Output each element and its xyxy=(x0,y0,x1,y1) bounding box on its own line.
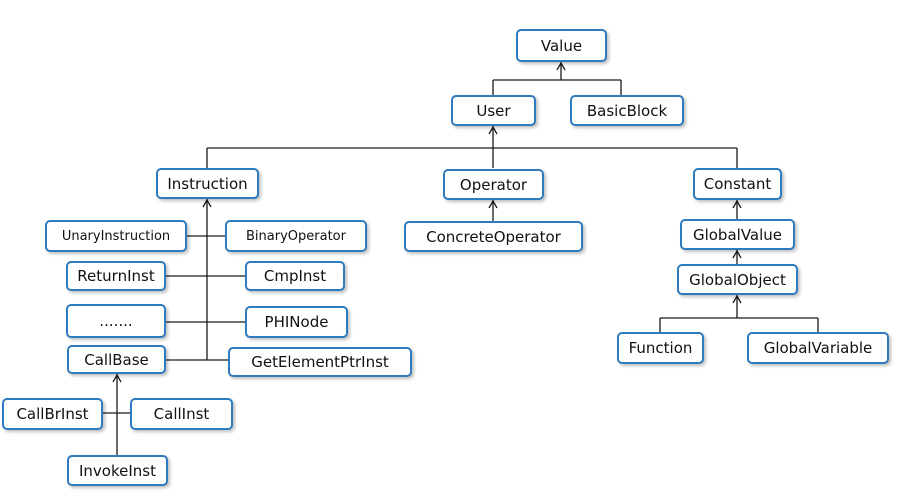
arrow-into-operator xyxy=(488,199,498,209)
node-globalvalue: GlobalValue xyxy=(680,219,795,250)
node-globalobject: GlobalObject xyxy=(677,264,798,295)
node-concreteoperator: ConcreteOperator xyxy=(404,221,583,252)
node-user: User xyxy=(451,95,536,126)
node-phinode: PHINode xyxy=(245,306,348,338)
node-binaryoperator: BinaryOperator xyxy=(225,220,367,252)
node-getelementptrinst: GetElementPtrInst xyxy=(228,347,412,377)
node-returninst: ReturnInst xyxy=(66,261,166,291)
node-callbrinst: CallBrInst xyxy=(2,398,103,430)
arrow-into-value xyxy=(556,61,566,71)
arrow-into-instruction xyxy=(202,198,212,208)
node-value: Value xyxy=(516,29,607,62)
node-unaryinstruction: UnaryInstruction xyxy=(45,220,187,252)
arrow-into-constant xyxy=(732,199,742,209)
arrow-into-user xyxy=(488,125,498,135)
node-instruction: Instruction xyxy=(156,168,259,199)
node-globalvariable: GlobalVariable xyxy=(747,332,889,364)
arrow-into-callbase xyxy=(112,373,122,383)
node-callinst: CallInst xyxy=(130,398,233,430)
node-basicblock: BasicBlock xyxy=(570,95,684,126)
node-constant: Constant xyxy=(693,168,782,200)
arrow-into-globalobject xyxy=(732,294,742,304)
node-cmpinst: CmpInst xyxy=(245,261,345,291)
node-function: Function xyxy=(617,332,704,364)
node-callbase: CallBase xyxy=(67,345,166,374)
node-ellipsis: ....... xyxy=(66,304,166,338)
arrow-into-globalvalue xyxy=(732,249,742,259)
node-invokeinst: InvokeInst xyxy=(67,455,168,486)
node-operator: Operator xyxy=(443,169,544,200)
